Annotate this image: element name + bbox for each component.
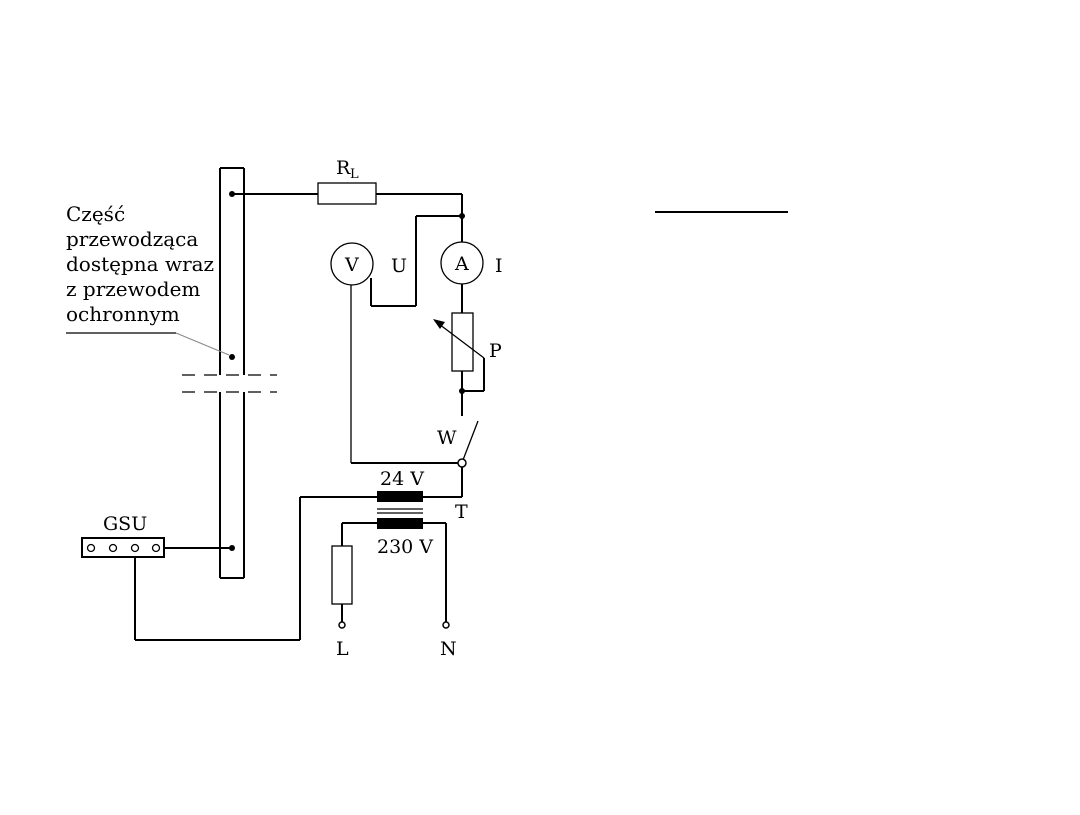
label-N: N — [440, 638, 457, 660]
label-I: I — [495, 255, 503, 277]
label-L: L — [336, 638, 349, 660]
potentiometer: P — [433, 312, 502, 416]
transformer: 24 V 230 V T — [377, 468, 468, 558]
primary-circuit: L N — [331, 522, 457, 660]
label-GSU: GSU — [103, 513, 147, 535]
label-RL-subscript: L — [350, 167, 359, 182]
terminal-block-GSU: GSU — [81, 513, 232, 558]
annotation-line-1: Część — [66, 202, 125, 226]
annotation-leader-line — [175, 332, 230, 356]
ammeter-symbol: A — [454, 253, 469, 275]
annotation-line-2: przewodząca — [66, 227, 198, 251]
annotation-line-5: ochronnym — [66, 302, 180, 326]
label-T: T — [455, 501, 468, 523]
protective-wire — [134, 496, 377, 641]
voltmeter-symbol: V — [344, 254, 359, 276]
label-230V: 230 V — [377, 536, 433, 558]
annotation-line-3: dostępna wraz — [66, 252, 214, 276]
label-W: W — [437, 427, 457, 449]
ammeter: A I — [440, 216, 503, 313]
voltmeter: V U — [330, 242, 458, 464]
switch-W: W — [422, 420, 479, 498]
label-P: P — [489, 340, 502, 362]
resistor-RL: R L — [232, 157, 465, 219]
conductive-part-bar — [182, 167, 277, 579]
annotation: Część przewodząca dostępna wraz z przewo… — [66, 202, 230, 356]
annotation-line-4: z przewodem — [66, 277, 200, 301]
label-24V: 24 V — [380, 468, 424, 490]
voltmeter-branch — [370, 215, 462, 307]
label-U: U — [391, 255, 407, 277]
label-RL: R — [336, 157, 351, 179]
